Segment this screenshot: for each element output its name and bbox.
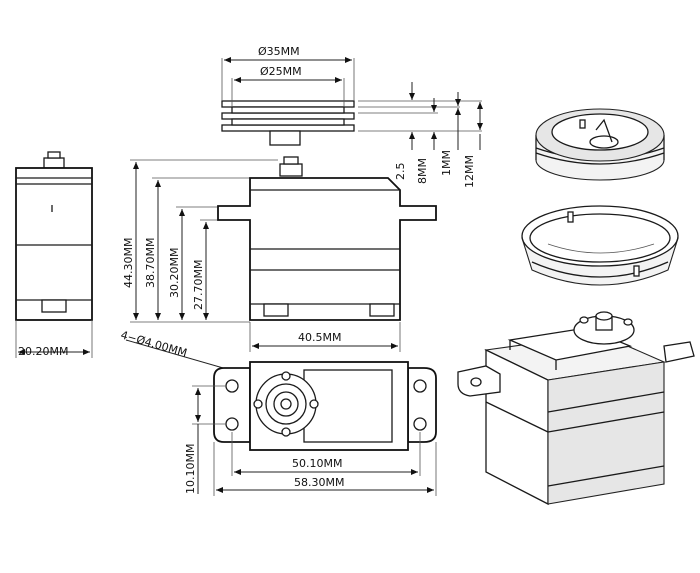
height-27-70-label: 27.70MM bbox=[192, 260, 205, 310]
dim-8mm-label: 8MM bbox=[416, 158, 429, 184]
hole-spacing-y-label: 10.10MM bbox=[184, 444, 197, 494]
horn-cup-3d bbox=[521, 205, 679, 286]
horn-outer-dia-label: Ø35MM bbox=[258, 45, 300, 58]
servo-isometric-3d bbox=[457, 311, 695, 506]
total-height-label: 44.30MM bbox=[122, 238, 135, 288]
total-length-label: 58.30MM bbox=[294, 476, 344, 489]
horn-side-view: Ø35MM Ø25MM 2.5 8MM 1MM 12MM bbox=[221, 45, 483, 188]
servo-front-view: 44.30MM 38.70MM 30.20MM 27.70MM 40.5MM bbox=[122, 156, 437, 352]
servo-top-view: 4−Ø4.00MM 10.10MM 50.10MM 58.30MM bbox=[119, 328, 437, 496]
height-30-20-label: 30.20MM bbox=[168, 248, 181, 298]
dim-1mm-label: 1MM bbox=[440, 150, 453, 176]
servo-side-view: 20.20MM bbox=[15, 151, 93, 358]
dim-12mm-label: 12MM bbox=[463, 155, 476, 188]
horn-pulley-3d bbox=[535, 108, 665, 181]
mount-holes-label: 4−Ø4.00MM bbox=[119, 328, 188, 359]
horn-inner-dia-label: Ø25MM bbox=[260, 65, 302, 78]
width-40-5-label: 40.5MM bbox=[298, 331, 341, 344]
side-width-label: 20.20MM bbox=[18, 345, 68, 358]
hole-spacing-x-label: 50.10MM bbox=[292, 457, 342, 470]
height-to-flange-label: 38.70MM bbox=[144, 238, 157, 288]
dim-2-5-label: 2.5 bbox=[394, 163, 407, 181]
